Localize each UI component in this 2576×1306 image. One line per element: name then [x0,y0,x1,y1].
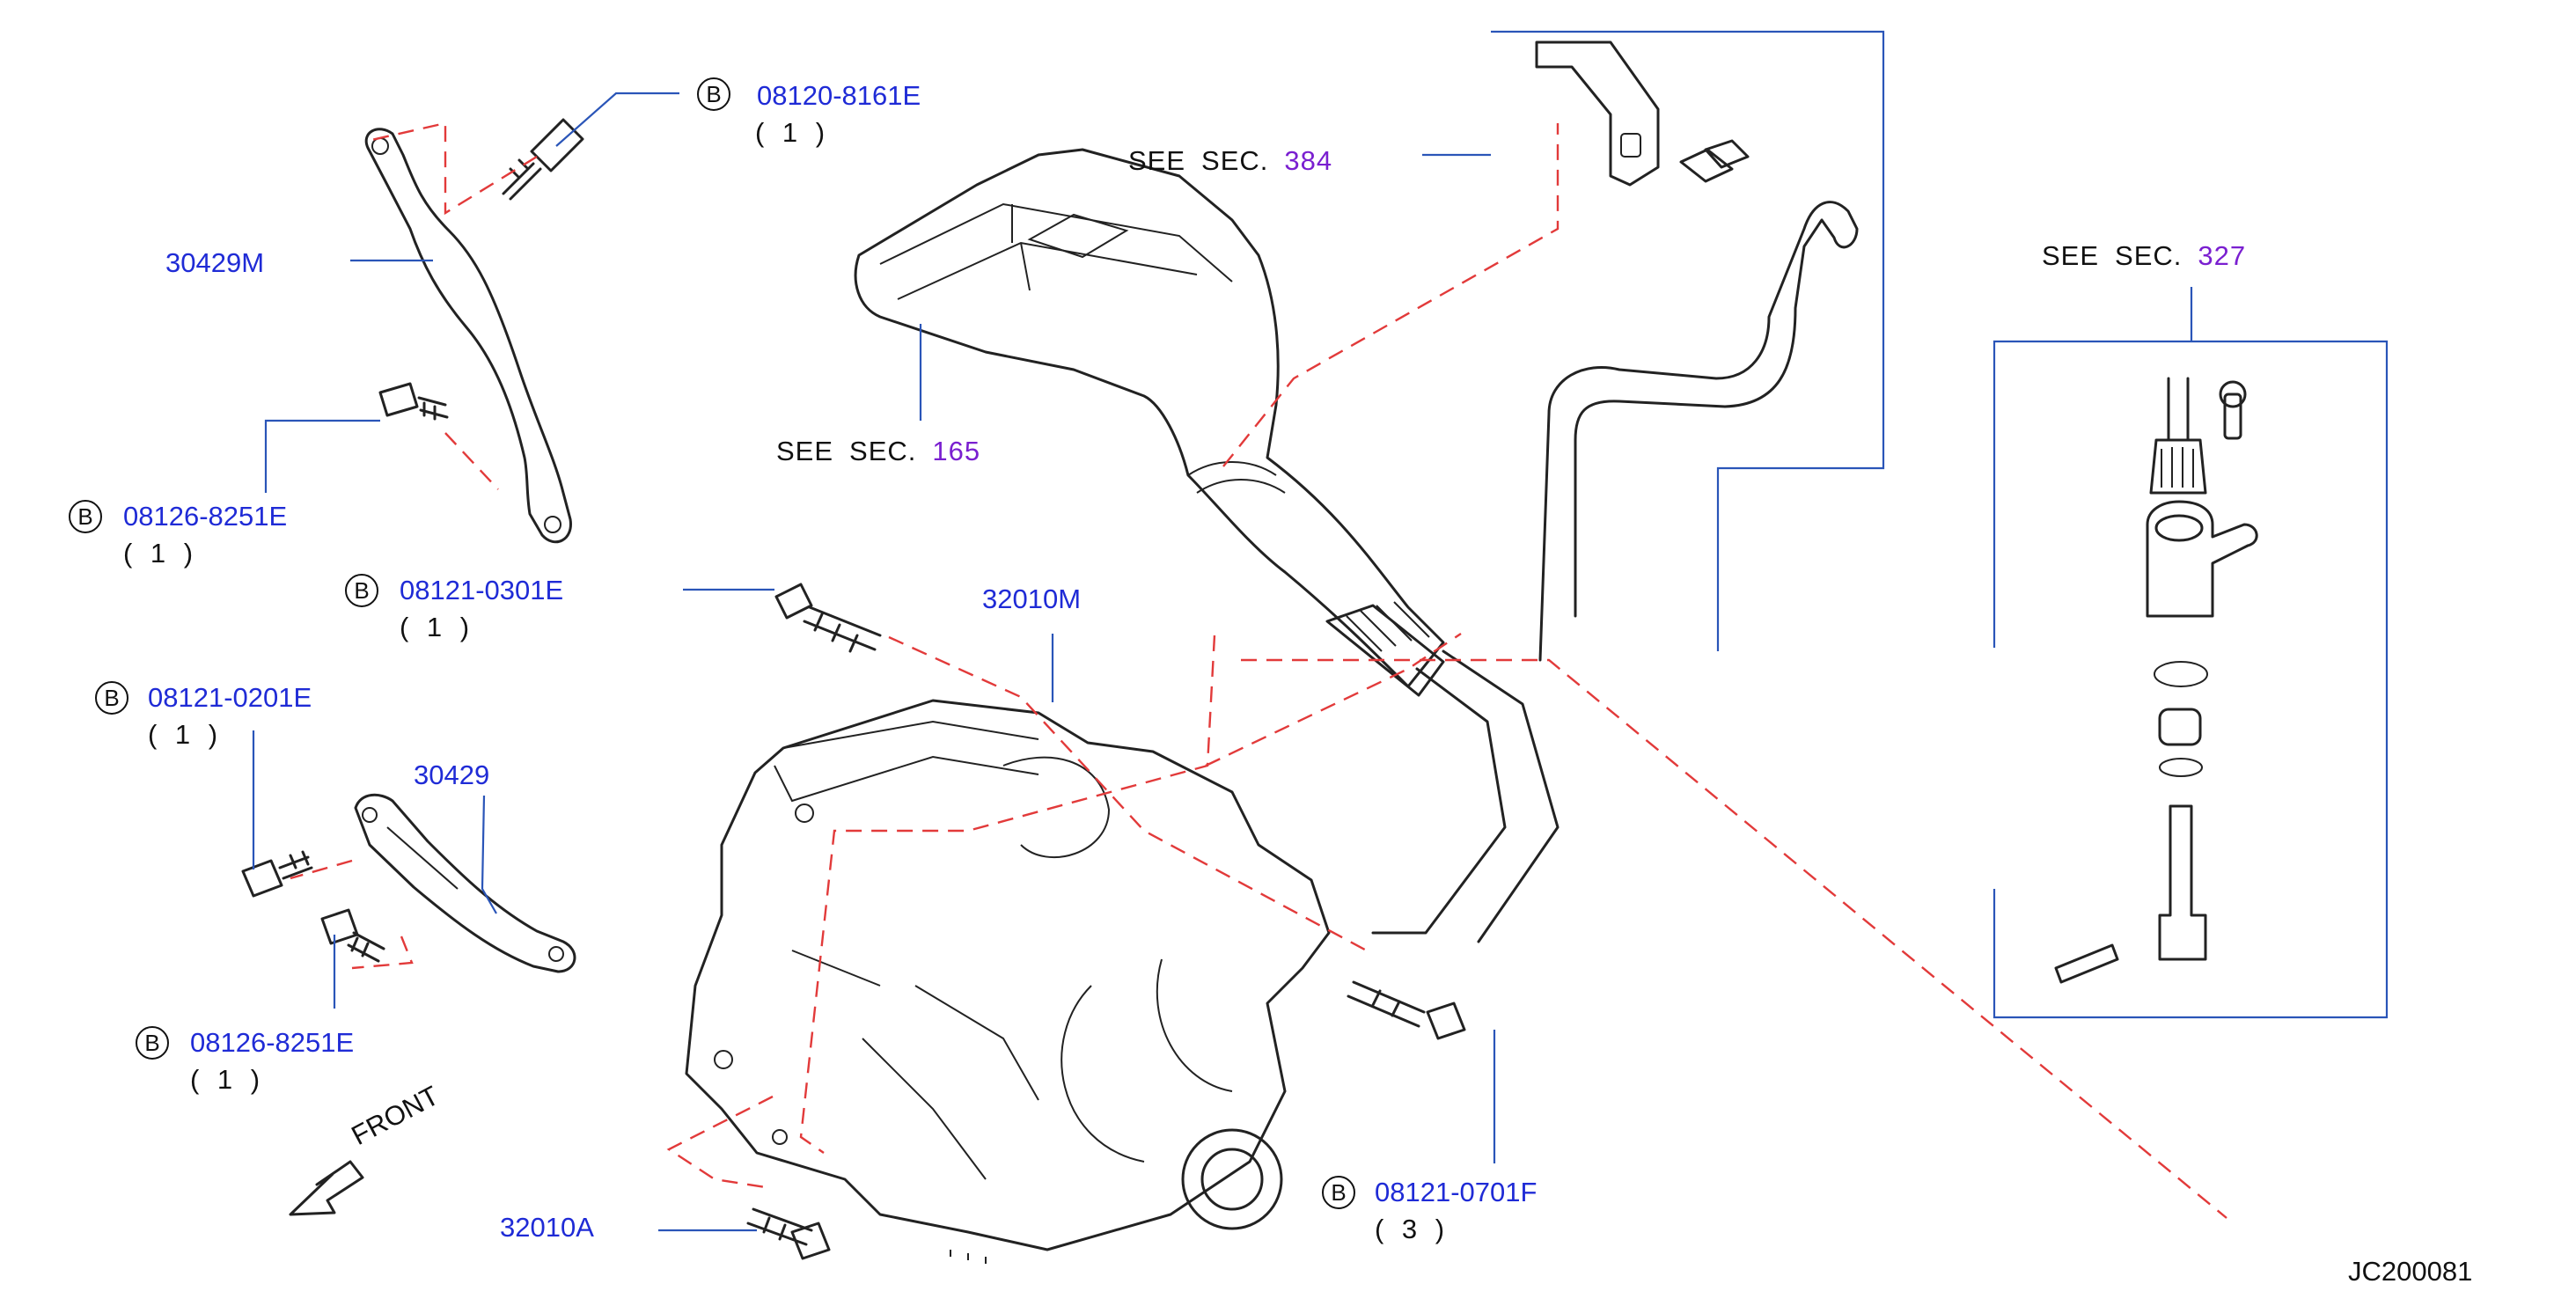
flange-bolt-08126-upper [378,382,449,421]
alignment-lines [290,121,2227,1219]
section-ref-word: SEE [1128,145,1186,176]
bolt-08121-0301E [774,583,882,653]
callout-prefix-circle: B [345,574,378,607]
part-label-control-rod-lower: 30429 [414,759,490,790]
leader-lines [252,92,2193,1232]
callout-prefix-circle: B [95,681,128,715]
section-ref-word: SEE [2042,240,2100,271]
section-ref-word: SEC. [2115,240,2183,271]
speedometer-pinion-assembly [2054,377,2258,984]
callout-part-number: 08121-0201E [148,682,312,713]
flange-bolt-08121-0201 [241,850,313,898]
flange-bolt-08126-lower [320,908,385,963]
callout-part-number: 08120-8161E [757,80,921,111]
callout-quantity: ( 1 ) [123,538,199,569]
callout-prefix-circle: B [136,1026,169,1060]
callout-quantity: ( 3 ) [1375,1214,1450,1244]
section-ref-165[interactable]: SEE SEC. 165 [776,437,996,466]
section-327-frame [1993,340,2389,1019]
callout-prefix-circle: B [69,500,102,533]
callout-quantity: ( 1 ) [190,1064,266,1095]
section-ref-number: 327 [2198,240,2247,271]
bolt-32010A [746,1207,831,1260]
section-384-frame [1491,30,1885,651]
part-label-bolt: 32010A [500,1212,594,1243]
part-label-transaxle: 32010M [982,583,1082,614]
control-rod-lower [354,793,576,973]
section-ref-word: SEE [776,436,834,466]
callout-quantity: ( 1 ) [755,117,831,148]
callout-part-number: 08121-0301E [400,575,564,605]
callout-quantity: ( 1 ) [148,719,224,750]
section-ref-number: 165 [932,436,981,466]
breather-hose-assembly [1371,40,1859,943]
flange-bolt-08120 [502,118,584,201]
section-ref-number: 384 [1284,145,1333,176]
front-arrow-icon [289,1160,364,1216]
transaxle-assembly [685,699,1331,1264]
section-ref-384[interactable]: SEE SEC. 384 [1128,146,1348,176]
callout-part-number: 08126-8251E [190,1027,355,1058]
section-ref-word: SEC. [849,436,917,466]
part-label-control-rod-upper: 30429M [165,247,265,278]
section-ref-word: SEC. [1201,145,1269,176]
section-ref-327[interactable]: SEE SEC. 327 [2042,241,2262,271]
callout-prefix-circle: B [697,77,730,111]
callout-part-number: 08126-8251E [123,501,288,532]
drawing-id: JC200081 [2348,1256,2473,1287]
callout-prefix-circle: B [1322,1176,1355,1209]
bolt-08121-0701F [1347,980,1466,1040]
callout-quantity: ( 1 ) [400,612,475,642]
callout-part-number: 08121-0701F [1375,1177,1538,1207]
air-duct-assembly [854,148,1445,697]
control-rod-upper [364,128,572,544]
